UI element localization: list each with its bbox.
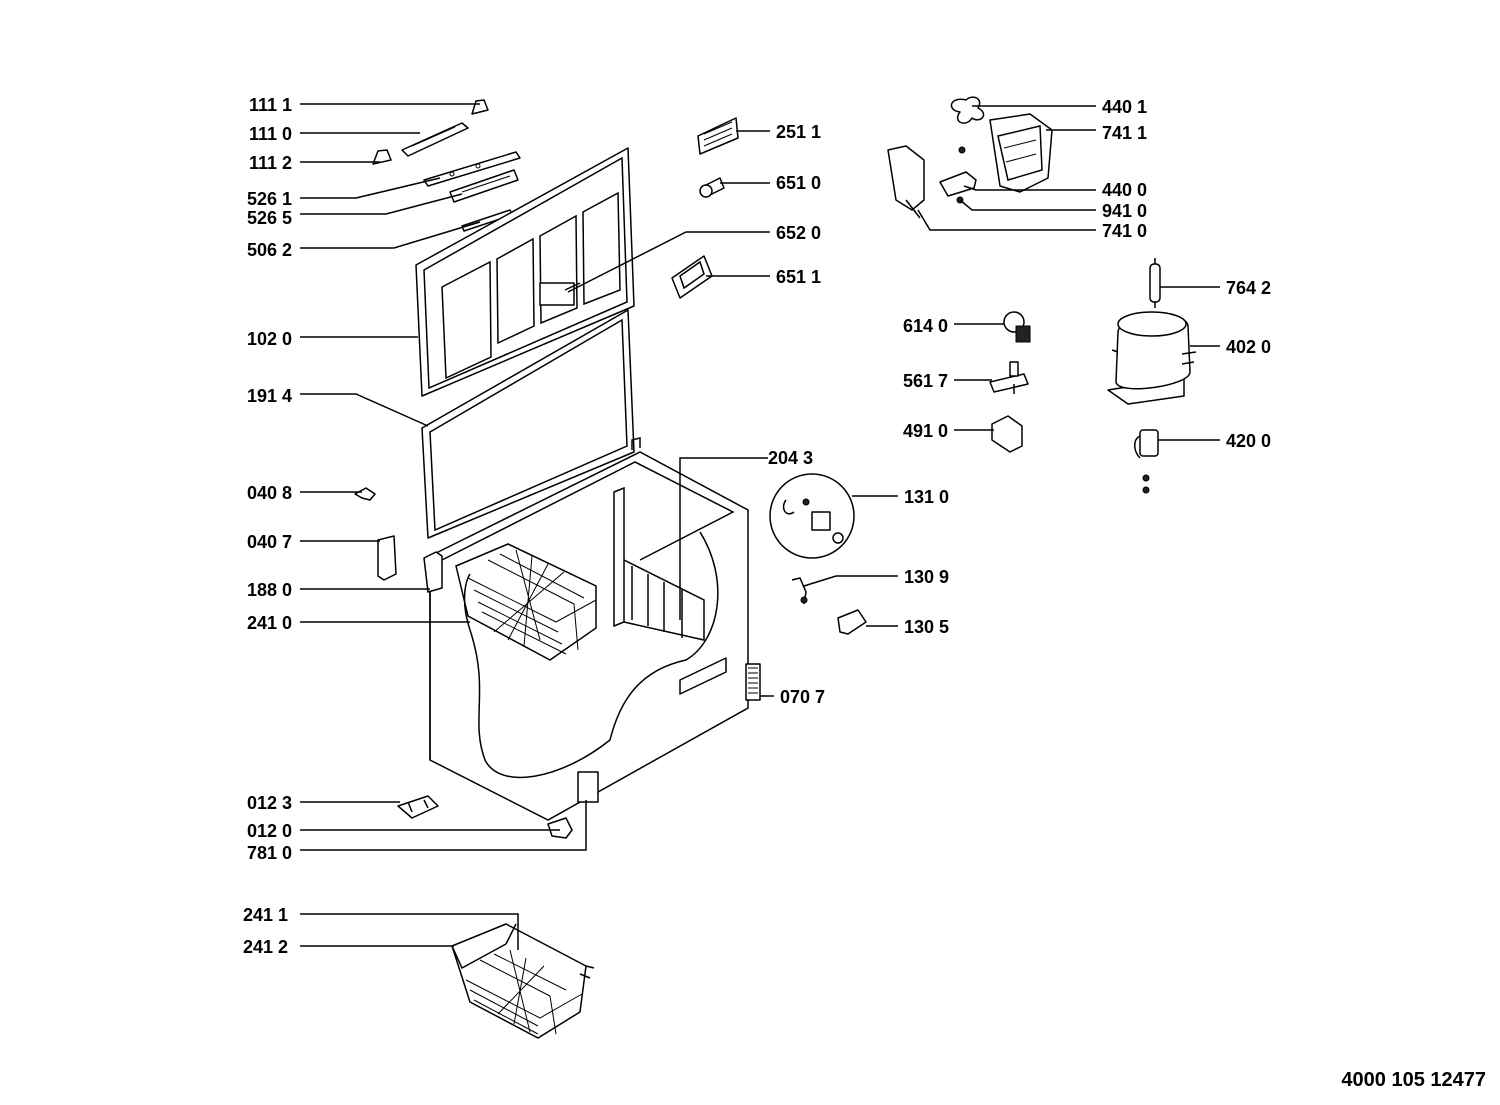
part-lid xyxy=(415,147,635,397)
part-label: 764 2 xyxy=(1226,278,1271,298)
part-door-gasket xyxy=(421,309,635,539)
part-label: 741 1 xyxy=(1102,123,1147,143)
part-label: 491 0 xyxy=(903,421,948,441)
part-hinge-clip-small xyxy=(354,487,376,501)
part-compressor xyxy=(1107,311,1197,405)
part-knob xyxy=(699,177,725,198)
part-label: 111 0 xyxy=(249,124,292,144)
part-label: 204 3 xyxy=(768,448,813,468)
part-label: 440 0 xyxy=(1102,180,1147,200)
part-label: 191 4 xyxy=(247,386,292,406)
part-label: 040 7 xyxy=(247,532,292,552)
part-fan-blade xyxy=(950,96,985,124)
part-label: 561 7 xyxy=(903,371,948,391)
part-label: 241 0 xyxy=(247,613,292,633)
part-label: 040 8 xyxy=(247,483,292,503)
part-handle-cap-right xyxy=(471,99,489,115)
part-label: 131 0 xyxy=(904,487,949,507)
part-basket-upper xyxy=(455,543,597,661)
part-hinge-cover xyxy=(377,535,397,581)
document-number: 4000 105 12477 xyxy=(1341,1069,1486,1091)
part-handle-cover xyxy=(401,122,469,157)
part-thermostat-cover xyxy=(697,117,739,155)
part-label: 781 0 xyxy=(247,843,292,863)
part-label: 526 1 xyxy=(247,189,292,209)
part-label: 130 9 xyxy=(904,567,949,587)
part-label: 111 2 xyxy=(249,153,292,173)
part-foot xyxy=(547,817,573,839)
part-label: 251 1 xyxy=(776,122,821,142)
part-drier-filter xyxy=(1149,258,1161,308)
part-vent-grille xyxy=(745,663,761,701)
part-fan-bracket xyxy=(887,145,925,219)
part-label: 070 7 xyxy=(780,687,825,707)
part-label: 402 0 xyxy=(1226,337,1271,357)
part-fan-housing xyxy=(989,113,1053,193)
part-label: 188 0 xyxy=(247,580,292,600)
part-label: 651 1 xyxy=(776,267,821,287)
part-label: 012 3 xyxy=(247,793,292,813)
part-capacitor xyxy=(1134,429,1159,494)
part-label: 652 0 xyxy=(776,223,821,243)
part-relay xyxy=(1003,311,1031,343)
part-handle-bar xyxy=(423,151,521,187)
part-label: 440 1 xyxy=(1102,97,1147,117)
part-label: 741 0 xyxy=(1102,221,1147,241)
part-hinge-bracket xyxy=(423,551,443,593)
part-light-unit xyxy=(769,473,855,559)
part-label: 012 0 xyxy=(247,821,292,841)
part-handle-cap-left xyxy=(372,149,392,165)
leader-lines xyxy=(300,103,1220,950)
part-label: 614 0 xyxy=(903,316,948,336)
part-label: 506 2 xyxy=(247,240,292,260)
part-switch-cover xyxy=(837,609,867,635)
part-label: 130 5 xyxy=(904,617,949,637)
part-label: 941 0 xyxy=(1102,201,1147,221)
part-overload-protector xyxy=(989,361,1029,394)
part-label: 651 0 xyxy=(776,173,821,193)
part-terminal-cover xyxy=(991,415,1023,453)
part-label: 241 2 xyxy=(243,937,288,957)
part-label: 420 0 xyxy=(1226,431,1271,451)
part-label: 111 1 xyxy=(249,95,292,115)
part-lamp-holder xyxy=(671,255,713,299)
part-lamp-switch xyxy=(791,577,808,605)
part-fan-motor xyxy=(939,146,977,204)
part-label: 241 1 xyxy=(243,905,288,925)
part-foot-bracket xyxy=(397,795,439,819)
part-label: 102 0 xyxy=(247,329,292,349)
part-label: 526 5 xyxy=(247,208,292,228)
part-handle-base xyxy=(449,169,519,203)
part-basket-lower xyxy=(451,923,595,1039)
